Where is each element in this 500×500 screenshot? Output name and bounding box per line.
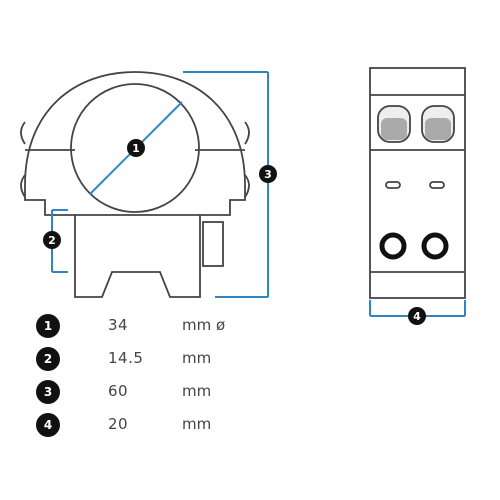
spec-badge: 3 [36, 380, 60, 404]
left-screw-head [20, 121, 26, 145]
spec-row-2: 2 14.5 mm [36, 347, 256, 371]
right-screw-head [244, 121, 250, 145]
spec-row-1: 1 34 mm ø [36, 314, 256, 338]
total-height-dimension [183, 71, 269, 298]
left-lower-screw [20, 174, 26, 198]
bottom-screw-left [379, 232, 407, 260]
spec-value: 60 [108, 382, 129, 400]
spec-unit: mm [182, 349, 212, 367]
spec-unit: mm [182, 382, 212, 400]
callout-3: 3 [259, 165, 277, 183]
top-screw-right [421, 105, 455, 143]
spec-badge: 2 [36, 347, 60, 371]
spec-unit: mm [182, 415, 212, 433]
spec-value: 34 [108, 316, 129, 334]
clamp-nut [202, 221, 224, 267]
spec-value: 20 [108, 415, 129, 433]
spec-row-4: 4 20 mm [36, 413, 256, 437]
scope-bore [70, 83, 200, 213]
svg-text:1: 1 [132, 142, 140, 155]
spec-unit: mm ø [182, 316, 226, 334]
slot-left [385, 181, 401, 189]
right-lower-screw [244, 174, 250, 198]
ring-body-outline [24, 71, 246, 298]
callout-1: 1 [127, 139, 145, 157]
svg-text:3: 3 [264, 168, 272, 181]
spec-row-3: 3 60 mm [36, 380, 256, 404]
spec-value: 14.5 [108, 349, 144, 367]
side-view [369, 67, 466, 299]
spec-badge: 1 [36, 314, 60, 338]
svg-text:2: 2 [48, 234, 56, 247]
side-body [369, 67, 466, 299]
top-screw-left [377, 105, 411, 143]
bottom-screw-right [421, 232, 449, 260]
slot-right [429, 181, 445, 189]
callout-2: 2 [43, 231, 61, 249]
callout-4: 4 [408, 307, 426, 325]
front-view [20, 71, 250, 298]
spec-badge: 4 [36, 413, 60, 437]
svg-text:4: 4 [413, 310, 421, 323]
